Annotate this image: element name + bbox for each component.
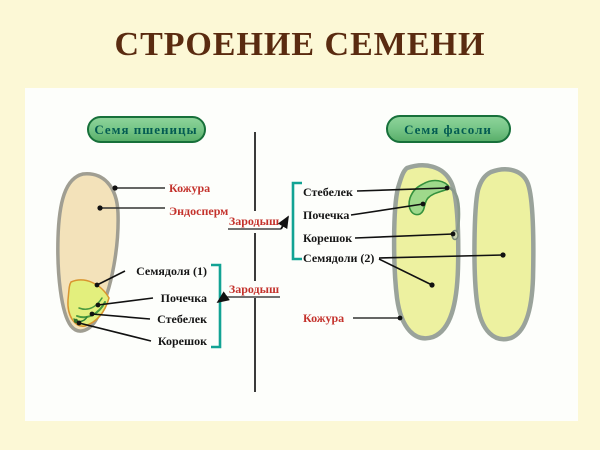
stebelek-dot-left: [89, 311, 95, 317]
bean-embryo-bracket: [291, 181, 302, 261]
bean-seed-badge: Семя фасоли: [386, 115, 511, 143]
diagram-panel: Семя пшеницы Кожура Эндосперм: [25, 88, 578, 421]
pochechka-dot-left: [95, 302, 101, 308]
seed-structure-diagram: Семя пшеницы Кожура Эндосперм: [56, 115, 536, 392]
bean-semyadoli-label: Семядоли (2): [303, 251, 374, 265]
page-title: СТРОЕНИЕ СЕМЕНИ: [114, 26, 486, 63]
kozhura-dot: [112, 185, 118, 191]
stebelek-dot-right: [444, 185, 450, 191]
bean-kozhura-label: Кожура: [303, 311, 344, 325]
kozhura-dot-right: [397, 315, 403, 321]
wheat-semyadolya-label: Семядоля (1): [136, 264, 207, 278]
bean-badge-label: Семя фасоли: [404, 122, 492, 137]
wheat-kozhura-label: Кожура: [169, 181, 210, 195]
zarodysh-left-callout: Зародыш: [216, 282, 280, 304]
wheat-endosperm-label: Эндосперм: [169, 204, 228, 218]
endosperm-dot: [97, 205, 103, 211]
bean-pointer-lines-black: [350, 187, 504, 286]
koreshok-dot-right: [450, 231, 456, 237]
wheat-stebelek-label: Стебелек: [157, 312, 207, 326]
koreshok-dot-left: [76, 320, 82, 326]
wheat-pointer-lines-red: [100, 187, 165, 209]
bean-stebelek-label: Стебелек: [303, 185, 353, 199]
wheat-pochechka-label: Почечка: [161, 291, 207, 305]
wheat-pointer-lines-black: [78, 270, 154, 342]
zarodysh-right-callout: Зародыш: [228, 214, 289, 230]
semyadoli-dot-2: [429, 282, 435, 288]
wheat-seed-badge: Семя пшеницы: [87, 116, 206, 143]
wheat-badge-label: Семя пшеницы: [94, 122, 197, 137]
zarodysh-label-wheat: Зародыш: [229, 282, 279, 296]
wheat-embryo-bracket: [211, 263, 222, 349]
zarodysh-label-bean: Зародыш: [229, 214, 279, 228]
semyadoli-dot-1: [500, 252, 506, 258]
bean-koreshok-label: Корешок: [303, 231, 352, 245]
wheat-koreshok-label: Корешок: [158, 334, 207, 348]
bean-pochechka-label: Почечка: [303, 208, 349, 222]
pochechka-dot-right: [420, 201, 426, 207]
semyadolya-dot: [94, 282, 100, 288]
